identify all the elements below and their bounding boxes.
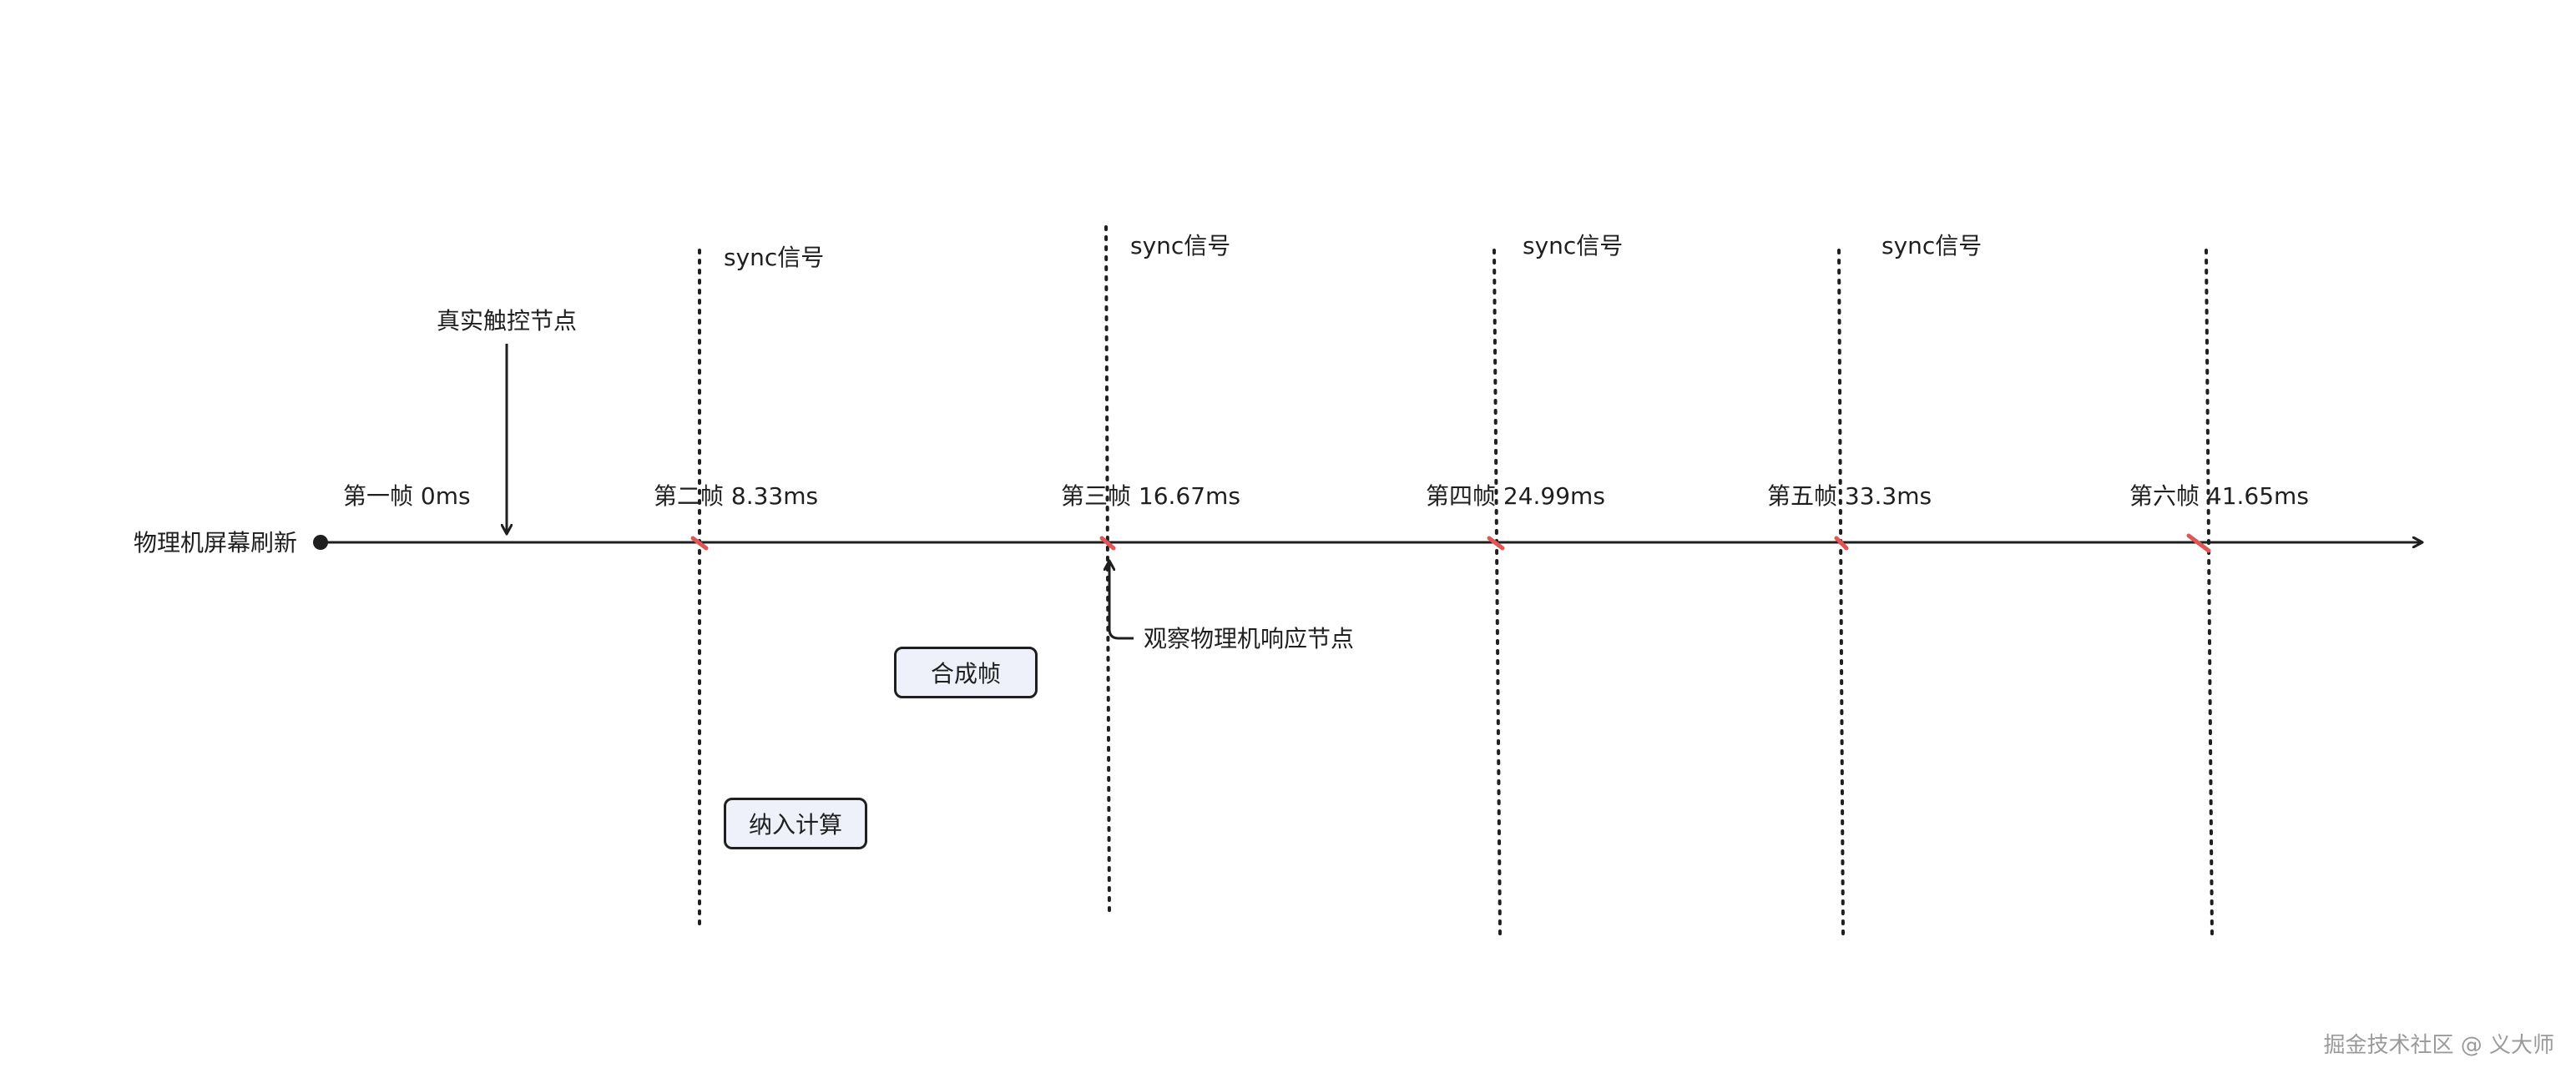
include-calc-box: 纳入计算 [724,798,867,849]
watermark: 掘金技术社区 @ 义大师 [2323,1033,2554,1058]
frame-label-4: 第四帧 24.99ms [1426,482,1605,510]
sync-line-4 [1837,249,1845,936]
frame-tick-5 [1834,536,1849,551]
frame-tick-4 [1487,536,1505,551]
sync-label-2: sync信号 [1130,232,1231,259]
frame-tick-6 [2186,533,2211,553]
frame-label-5: 第五帧 33.3ms [1767,482,1932,510]
sync-label-1: sync信号 [724,244,825,271]
sync-line-5 [2205,249,2214,936]
timeline-start-dot [313,535,328,550]
frame-label-3: 第三帧 16.67ms [1061,482,1240,510]
sync-label-4: sync信号 [1881,232,1983,259]
sync-label-3: sync信号 [1523,232,1624,259]
observe-arrow [1109,561,1134,640]
frame-label-1: 第一帧 0ms [343,482,471,510]
touch-node-label: 真实触控节点 [437,307,578,335]
compose-frame-box: 合成帧 [894,647,1038,698]
frame-tick-3 [1099,536,1116,551]
frame-label-2: 第二帧 8.33ms [654,482,819,510]
sync-line-3 [1493,249,1502,936]
observe-node-label: 观察物理机响应节点 [1144,625,1355,652]
frame-label-6: 第六帧 41.65ms [2129,482,2309,510]
frame-tick-2 [690,536,709,551]
timeline-label: 物理机屏幕刷新 [134,529,298,557]
